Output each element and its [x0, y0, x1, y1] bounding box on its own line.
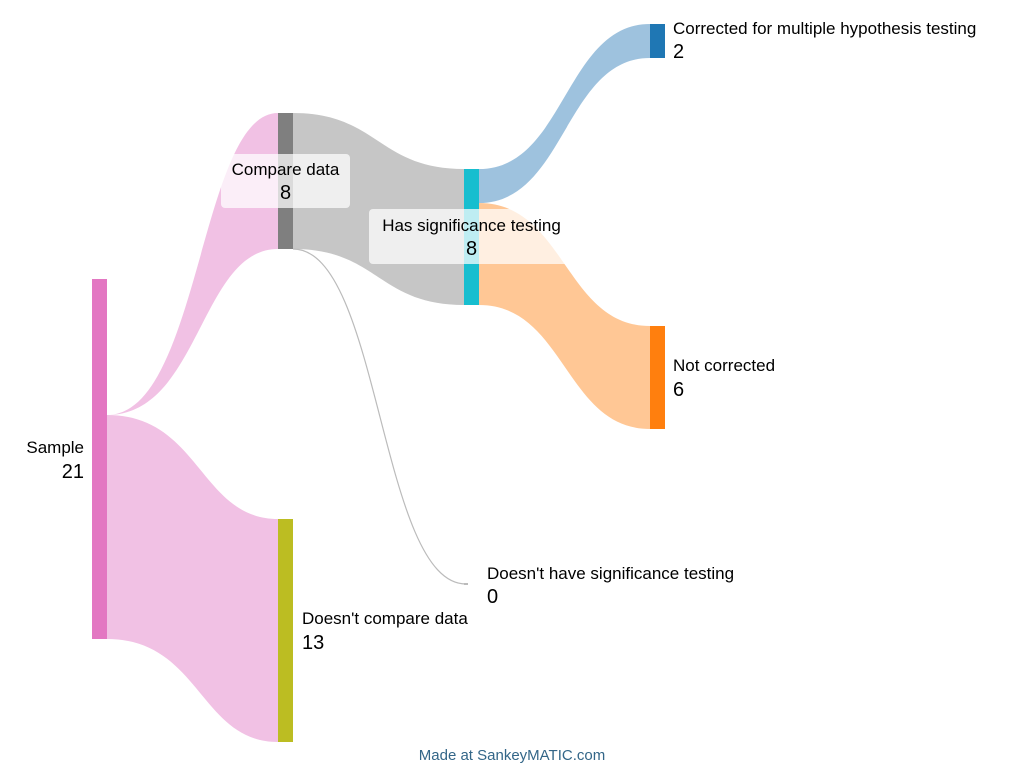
label-nosig-name: Doesn't have significance testing — [487, 564, 734, 583]
label-compare: Compare data 8 — [221, 154, 350, 208]
label-corrected-name: Corrected for multiple hypothesis testin… — [673, 19, 976, 38]
node-notcorrected — [650, 326, 665, 429]
label-sample-value: 21 — [62, 461, 84, 483]
label-notcorrected-value: 6 — [673, 379, 684, 401]
node-nosig — [464, 583, 468, 585]
label-compare-name: Compare data — [232, 160, 340, 179]
labels: Sample 21 Compare data 8 Doesn't compare… — [26, 19, 976, 654]
flows — [107, 24, 650, 742]
label-notcorrected-name: Not corrected — [673, 356, 775, 375]
label-corrected-value: 2 — [673, 41, 684, 63]
label-nocompare-name: Doesn't compare data — [302, 609, 468, 628]
label-nosig: Doesn't have significance testing 0 — [487, 564, 734, 608]
label-notcorrected: Not corrected 6 — [673, 356, 775, 401]
sankeymatic-credit-link[interactable]: Made at SankeyMATIC.com — [418, 747, 606, 764]
label-corrected: Corrected for multiple hypothesis testin… — [673, 19, 976, 63]
label-nosig-value: 0 — [487, 586, 498, 608]
label-sig: Has significance testing 8 — [369, 209, 575, 264]
label-compare-bg — [221, 154, 350, 208]
label-sig-value: 8 — [466, 238, 477, 260]
label-compare-value: 8 — [280, 182, 291, 204]
node-sample — [92, 279, 107, 639]
flow-compare-nosig — [292, 248, 467, 585]
label-sig-name: Has significance testing — [382, 216, 561, 235]
label-nocompare: Doesn't compare data 13 — [302, 609, 468, 654]
node-nocompare — [278, 519, 293, 742]
label-sample: Sample 21 — [26, 438, 84, 483]
label-nocompare-value: 13 — [302, 632, 324, 654]
node-corrected — [650, 24, 665, 58]
label-sample-name: Sample — [26, 438, 84, 457]
flow-sample-nocompare — [107, 415, 278, 742]
flow-sig-corrected — [479, 24, 650, 203]
label-sig-bg — [369, 209, 575, 264]
